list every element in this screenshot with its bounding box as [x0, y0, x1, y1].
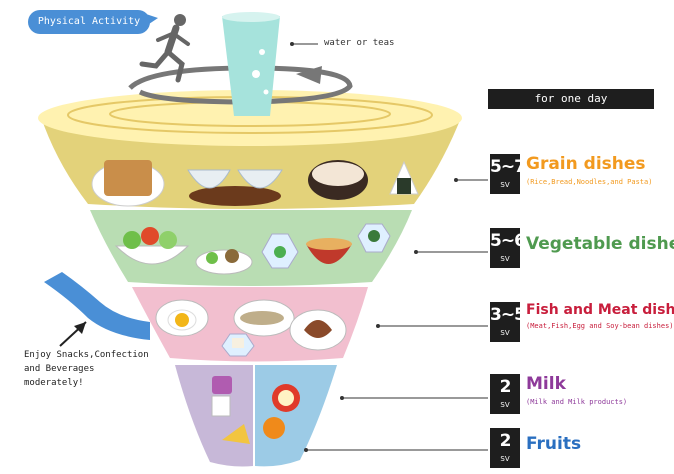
- rotation-arrow-icon: [128, 65, 353, 105]
- fish-meat-servings-value: 3~5: [490, 305, 526, 325]
- leader-lines: [292, 43, 488, 451]
- milk-servings-badge: 2 SV: [490, 374, 520, 414]
- grain-servings-value: 5~7: [490, 157, 526, 177]
- vegetable-servings-value: 5~6: [490, 231, 526, 251]
- grain-dishes-detail: (Rice,Bread,Noodles,and Pasta): [526, 178, 653, 186]
- milk-title: Milk: [526, 374, 566, 394]
- milk-detail: (Milk and Milk products): [526, 398, 628, 406]
- serving-unit: SV: [500, 329, 510, 337]
- leader-dots: [290, 42, 458, 452]
- fruits-servings-badge: 2 SV: [490, 428, 520, 468]
- toast-icon: [104, 160, 152, 196]
- running-person-icon: [139, 14, 190, 83]
- vegetable-dishes-title: Vegetable dishes: [526, 234, 674, 254]
- grain-servings-badge: 5~7 SV: [490, 154, 526, 194]
- fish-meat-dishes-detail: (Meat,Fish,Egg and Soy-bean dishes): [526, 322, 674, 330]
- serving-unit: SV: [500, 455, 510, 463]
- snack-note: Enjoy Snacks,Confection and Beverages mo…: [24, 350, 149, 388]
- fruit-band: [255, 365, 337, 467]
- fish-meat-dishes-title: Fish and Meat dishes: [526, 302, 674, 318]
- grain-food-illustrations: [91, 160, 419, 207]
- physical-activity-label: Physical Activity: [28, 10, 150, 34]
- water-glass-icon: [222, 12, 280, 116]
- milk-servings-value: 2: [499, 377, 512, 397]
- fish-meat-servings-badge: 3~5 SV: [490, 302, 526, 342]
- cheese-icon: [222, 424, 250, 444]
- grain-dishes-title: Grain dishes: [526, 154, 646, 174]
- top-rim: [38, 90, 462, 146]
- for-one-day-label: for one day: [488, 89, 654, 109]
- water-label: water or teas: [324, 38, 395, 48]
- orange-icon: [263, 417, 285, 439]
- serving-unit: SV: [500, 181, 510, 189]
- fish-icon: [240, 311, 284, 325]
- serving-unit: SV: [500, 255, 510, 263]
- egg-icon: [175, 313, 189, 327]
- fruits-servings-value: 2: [499, 431, 512, 451]
- snack-ribbon: [44, 272, 150, 340]
- vegetable-food-illustrations: [114, 223, 391, 275]
- fish-meat-food-illustrations: [155, 299, 347, 357]
- milk-food-illustrations: [211, 376, 250, 444]
- fruit-food-illustrations: [263, 384, 300, 439]
- serving-unit: SV: [500, 401, 510, 409]
- milk-carton-icon: [211, 395, 231, 417]
- fruits-title: Fruits: [526, 434, 582, 454]
- vegetable-band: [90, 210, 412, 286]
- vegetable-servings-badge: 5~6 SV: [490, 228, 526, 268]
